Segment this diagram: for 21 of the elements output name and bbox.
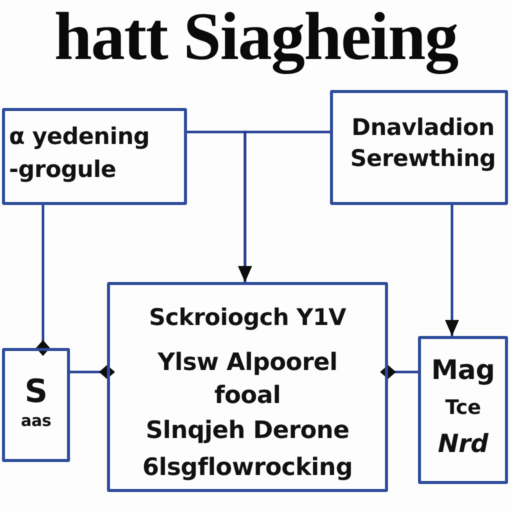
process-box (418, 336, 508, 484)
arrow (445, 205, 459, 336)
diamond-connector (36, 205, 50, 356)
diagram-title: hatt Siagheing (54, 0, 458, 76)
box-text: Tce (445, 394, 481, 421)
process-box (107, 282, 388, 492)
process-box (330, 90, 508, 205)
box-text: aas (20, 410, 52, 432)
box-heading: α yedening -grogule (9, 122, 151, 184)
diamond-connector (70, 365, 115, 379)
process-box (2, 108, 187, 205)
box-heading: S (24, 372, 48, 410)
arrow (238, 130, 330, 282)
box-heading: Sckroiogch Y1V (148, 304, 346, 333)
box-heading: Dnavladion Serewthing (349, 114, 497, 174)
box-text: Ylsw Alpoorel fooal (156, 347, 338, 411)
diamond-connector (380, 365, 418, 379)
box-heading: Mag (431, 354, 495, 388)
box-text: Nrd (438, 428, 488, 460)
process-box (2, 348, 70, 462)
box-text: Slnqjeh Derone 6lsgflowrocking (141, 415, 354, 483)
